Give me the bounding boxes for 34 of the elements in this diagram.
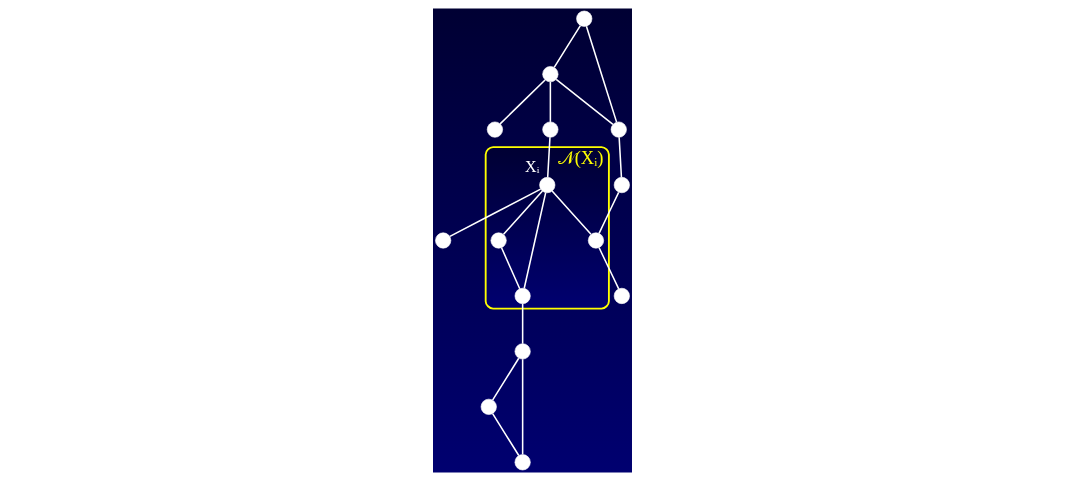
- node-circle: [576, 10, 593, 27]
- connector: [499, 79, 546, 125]
- node-circle: [613, 177, 630, 194]
- connector: [546, 136, 551, 179]
- connector: [549, 81, 552, 123]
- node-circle: [480, 398, 497, 415]
- connector: [521, 358, 524, 456]
- connector: [598, 191, 620, 235]
- connector: [491, 412, 520, 457]
- connector: [585, 25, 618, 123]
- connector: [521, 302, 524, 345]
- connector: [618, 136, 623, 179]
- connector: [502, 190, 544, 236]
- connector: [551, 190, 592, 236]
- node-circle: [514, 454, 531, 471]
- node-circle: [539, 177, 556, 194]
- node-circle: [542, 121, 559, 138]
- node-circle: [587, 232, 604, 249]
- node-circle: [435, 232, 452, 249]
- connector: [523, 191, 547, 289]
- node-circle: [613, 287, 630, 304]
- node-circle: [542, 66, 559, 83]
- node-circle: [610, 121, 627, 138]
- connector: [553, 24, 582, 69]
- node-circle: [514, 287, 531, 304]
- node-circle: [514, 343, 531, 360]
- connector: [491, 357, 520, 401]
- connector: [449, 188, 542, 238]
- node-circle: [490, 232, 507, 249]
- node-label: Xᵢ: [525, 158, 540, 176]
- node-circle: [486, 121, 503, 138]
- connector: [598, 247, 620, 290]
- connector: [500, 247, 521, 290]
- connector: [555, 78, 614, 126]
